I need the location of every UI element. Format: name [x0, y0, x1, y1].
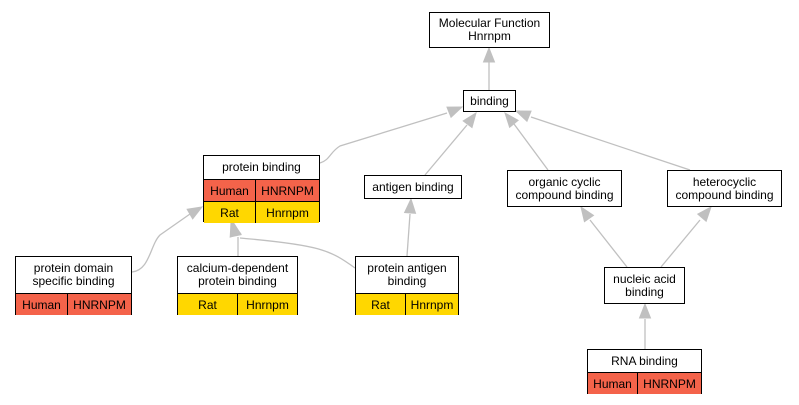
node-title: calcium-dependent protein binding — [178, 257, 297, 294]
arrowhead — [580, 205, 595, 223]
edge-nucleic-acid-to-heterocyclic — [660, 219, 701, 268]
node-title: protein domain specific binding — [16, 257, 131, 294]
node-antigen-binding[interactable]: antigen binding — [364, 175, 462, 199]
species-row-rat: Rat Hnrnpm — [204, 202, 319, 223]
arrowhead — [446, 106, 464, 119]
node-protein-domain-specific-binding[interactable]: protein domain specific binding Human HN… — [15, 256, 132, 315]
edge-antigen-binding-to-binding — [424, 124, 468, 176]
edge-organic-cyclic-to-binding — [513, 123, 549, 171]
edge-nucleic-acid-to-organic-cyclic — [589, 219, 628, 268]
arrowhead — [638, 302, 652, 319]
node-binding[interactable]: binding — [463, 90, 516, 112]
species-label: Rat — [204, 202, 255, 223]
node-title: protein antigen binding — [356, 257, 458, 294]
node-protein-binding[interactable]: protein binding Human HNRNPM Rat Hnrnpm — [203, 155, 320, 223]
edge-heterocyclic-to-binding — [530, 116, 691, 171]
node-title: RNA binding — [588, 350, 701, 373]
species-label: Human — [588, 373, 637, 394]
node-protein-antigen-binding[interactable]: protein antigen binding Rat Hnrnpm — [355, 256, 459, 315]
edge-protein-antigen-to-protein-binding — [239, 237, 356, 269]
arrowhead — [229, 220, 242, 238]
edge-protein-domain-to-protein-binding — [131, 213, 191, 273]
node-organic-cyclic-compound-binding[interactable]: organic cyclic compound binding — [507, 170, 622, 207]
node-rna-binding[interactable]: RNA binding Human HNRNPM — [587, 349, 702, 394]
species-row-rat: Rat Hnrnpm — [178, 294, 297, 315]
species-label: Human — [16, 294, 67, 315]
node-heterocyclic-compound-binding[interactable]: heterocyclic compound binding — [667, 170, 782, 207]
node-title: protein binding — [204, 156, 319, 180]
gene-label: Hnrnpm — [237, 294, 297, 315]
arrowhead — [403, 197, 417, 214]
species-row-rat: Rat Hnrnpm — [356, 294, 458, 315]
species-row-human: Human HNRNPM — [16, 294, 131, 315]
arrowhead — [514, 110, 532, 123]
species-label: Rat — [356, 294, 405, 315]
arrowhead — [696, 205, 712, 223]
species-row-human: Human HNRNPM — [204, 180, 319, 202]
node-molecular-function[interactable]: Molecular Function Hnrnpm — [429, 12, 550, 48]
arrowhead — [186, 206, 204, 220]
species-label: Rat — [178, 294, 237, 315]
gene-label: HNRNPM — [255, 180, 319, 201]
node-nucleic-acid-binding[interactable]: nucleic acid binding — [604, 267, 685, 304]
edge-protein-antigen-to-antigen-binding — [406, 213, 411, 257]
gene-label: HNRNPM — [637, 373, 701, 394]
species-label: Human — [204, 180, 255, 201]
gene-label: Hnrnpm — [405, 294, 458, 315]
gene-label: Hnrnpm — [255, 202, 319, 223]
species-row-human: Human HNRNPM — [588, 373, 701, 394]
arrowhead — [482, 46, 496, 63]
node-calcium-dependent-protein-binding[interactable]: calcium-dependent protein binding Rat Hn… — [177, 256, 298, 315]
arrowhead — [462, 111, 477, 129]
gene-label: HNRNPM — [67, 294, 131, 315]
edge-protein-binding-to-binding — [319, 112, 448, 164]
arrowhead — [504, 111, 520, 129]
